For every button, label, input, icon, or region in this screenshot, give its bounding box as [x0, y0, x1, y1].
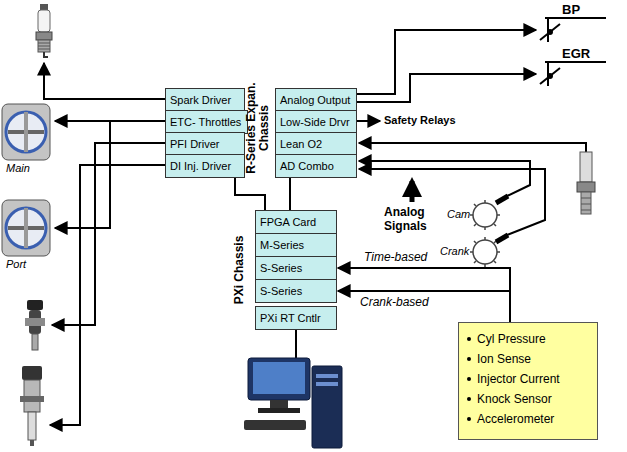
pfi-wire [52, 143, 165, 325]
signal-name: Cyl Pressure [477, 329, 546, 349]
signal-list-box: Cyl PressureIon SenseInjector CurrentKno… [458, 322, 598, 440]
module-name: Lean O2 [280, 138, 322, 150]
module-name: ETC- Throttles [170, 116, 241, 128]
pfi-injector [25, 300, 45, 350]
module-box: AD Combo [275, 154, 357, 178]
di-injector [20, 366, 44, 446]
connector [289, 178, 291, 210]
module-name: Spark Driver [170, 94, 231, 106]
egr-wire [357, 74, 536, 102]
connector [338, 291, 510, 322]
module-name: Low-Side Drvr [280, 116, 350, 128]
chassis-name: R-Series Expan. Chassis [245, 72, 273, 184]
module-name: S-Series [260, 285, 302, 297]
bp-wire [357, 30, 536, 94]
pc-wire [295, 329, 297, 358]
connector [235, 178, 265, 210]
cam-sensor [496, 196, 508, 203]
module-name: Analog Output [280, 94, 350, 106]
module-name: M-Series [260, 239, 304, 251]
analog-arrow [410, 181, 415, 202]
module-box: S-Series [255, 256, 337, 280]
throttle-wire [55, 121, 110, 228]
trigger-wheel [470, 200, 500, 267]
module-name: S-Series [260, 262, 302, 274]
bullet [467, 377, 471, 381]
module-box: ETC- Throttles [165, 110, 248, 134]
throttle-body [2, 104, 50, 160]
module-box: DI Inj. Driver [165, 154, 245, 178]
valve-symbol [540, 18, 606, 86]
spark-plug [36, 4, 52, 57]
bullet [467, 357, 471, 361]
valve-name: BP [562, 2, 580, 17]
module-box: Low-Side Drvr [275, 110, 357, 134]
edge-label: Time-based [362, 250, 429, 264]
module-name: FPGA Card [260, 216, 316, 228]
signal-name: Accelerometer [477, 409, 554, 429]
connector [338, 268, 510, 322]
cam-wire [359, 161, 530, 196]
module-box: Analog Output [275, 88, 357, 112]
signal-name: Injector Current [477, 369, 560, 389]
module-box: PXi RT Cntlr [255, 306, 337, 330]
bullet [467, 337, 471, 341]
module-box: S-Series [255, 279, 337, 303]
bullet [467, 417, 471, 421]
edge-label: Crank-based [358, 295, 431, 309]
module-box: M-Series [255, 233, 337, 257]
module-name: AD Combo [280, 160, 334, 172]
spark-wire [44, 63, 165, 99]
throttle-body [2, 200, 50, 256]
signal-name: Knock Sensor [477, 389, 552, 409]
output-name: Safety Relays [384, 114, 456, 126]
place-name: Main [6, 162, 30, 174]
module-box: Lean O2 [275, 132, 357, 156]
signal-name: Ion Sense [477, 349, 531, 369]
crank-sensor [496, 235, 508, 242]
input-name: Analog Signals [384, 205, 440, 233]
crank-wire [359, 169, 545, 235]
sensor-name: Cam [447, 208, 470, 220]
o2-sensor [577, 152, 595, 214]
relay-wire [357, 120, 380, 122]
module-box: FPGA Card [255, 210, 337, 234]
o2-wire [359, 143, 586, 152]
chassis-name: PXi Chassis [233, 225, 247, 315]
di-wire [50, 165, 165, 425]
module-name: DI Inj. Driver [170, 160, 231, 172]
module-box: Spark Driver [165, 88, 245, 112]
module-box: PFI Driver [165, 132, 245, 156]
bullet [467, 397, 471, 401]
sensor-name: Crank [440, 245, 469, 257]
computer [244, 358, 342, 448]
valve-name: EGR [562, 46, 590, 61]
module-name: PFI Driver [170, 138, 220, 150]
module-name: PXi RT Cntlr [260, 312, 321, 324]
place-name: Port [6, 258, 26, 270]
